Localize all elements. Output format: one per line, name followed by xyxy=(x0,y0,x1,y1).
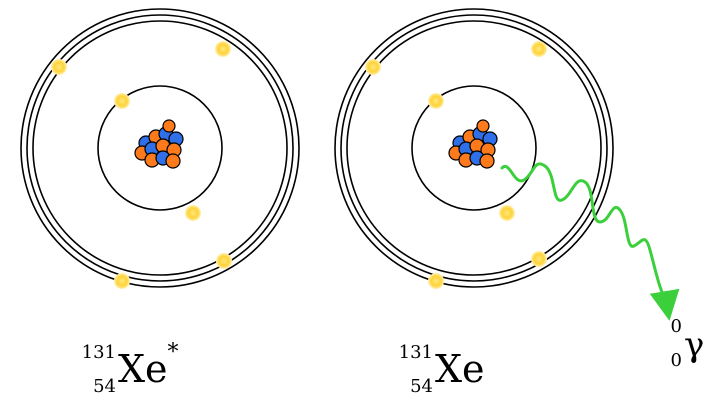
mass-number: 131 xyxy=(81,342,116,363)
nucleus-icon xyxy=(448,119,498,169)
nucleus-icon xyxy=(134,119,184,169)
electron xyxy=(51,59,67,75)
atomic-number: 54 xyxy=(410,376,433,397)
element-symbol: Xe xyxy=(118,347,168,391)
outer-shell-1 xyxy=(334,8,614,288)
outer-shell-1 xyxy=(20,8,300,288)
xenon-atom xyxy=(334,8,614,289)
outer-shell-2 xyxy=(340,14,608,282)
excited-mark: * xyxy=(167,340,179,365)
electron xyxy=(365,59,381,75)
atomic-number: 54 xyxy=(93,376,116,397)
outer-shell-3 xyxy=(346,20,602,276)
mass-number: 0 xyxy=(670,316,682,337)
inner-shell xyxy=(411,85,537,211)
photon-wave-arrow-icon xyxy=(500,162,680,321)
excited-xenon-atom xyxy=(20,8,300,289)
electron xyxy=(531,41,547,57)
mass-number: 131 xyxy=(398,342,433,363)
electron xyxy=(185,205,201,221)
charge-number: 0 xyxy=(670,350,682,371)
excited-xenon-label: 131 54 Xe* xyxy=(82,342,179,396)
outer-shell-2 xyxy=(26,14,294,282)
electron xyxy=(428,273,444,289)
electron xyxy=(215,41,231,57)
electron xyxy=(428,93,444,109)
gamma-label: 0 0 γ xyxy=(670,316,705,370)
xenon-label: 131 54 Xe xyxy=(399,344,485,396)
inner-shell xyxy=(97,85,223,211)
electron xyxy=(531,251,547,267)
electron xyxy=(114,273,130,289)
particle-symbol: γ xyxy=(684,325,705,365)
element-symbol: Xe xyxy=(435,347,485,391)
electron xyxy=(114,93,130,109)
outer-shell-3 xyxy=(32,20,288,276)
electron xyxy=(499,205,515,221)
electron xyxy=(216,253,232,269)
